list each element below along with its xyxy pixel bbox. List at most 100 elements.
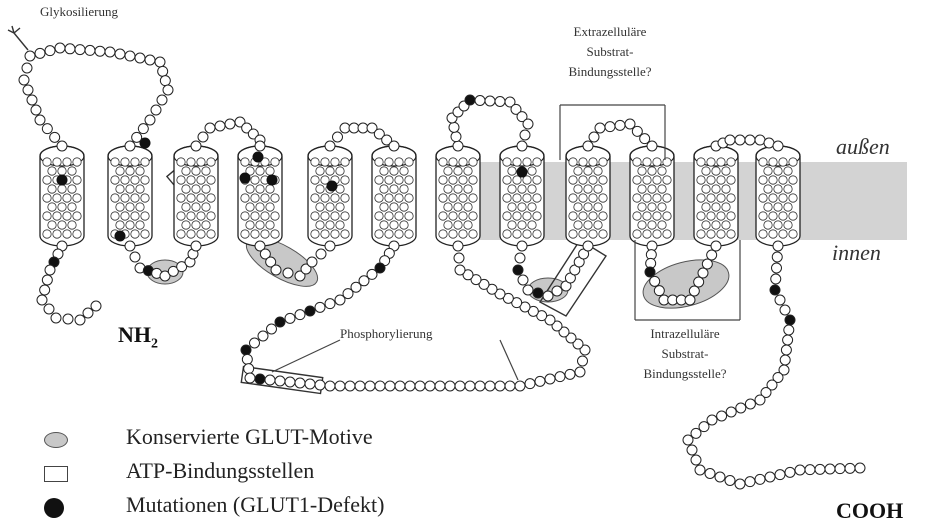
mutation-residue	[533, 288, 543, 298]
mutation-residue	[275, 317, 285, 327]
helix-residue	[707, 176, 715, 184]
helix-residue	[116, 185, 124, 193]
helix-residue	[131, 230, 139, 238]
helix-residue	[177, 158, 185, 166]
helix-residue	[533, 212, 541, 220]
helix-residue	[271, 212, 279, 220]
helix-residue	[73, 194, 81, 202]
helix-residue	[789, 194, 797, 202]
helix-residue	[648, 185, 656, 193]
helix-residue	[131, 176, 139, 184]
helix-residue	[256, 185, 264, 193]
helix-residue	[579, 194, 587, 202]
helix-residue	[271, 194, 279, 202]
helix-residue	[111, 212, 119, 220]
helix-residue	[141, 176, 149, 184]
helix-residue	[454, 167, 462, 175]
helix-residue	[643, 176, 651, 184]
helix-residue	[256, 203, 264, 211]
helix-residue	[653, 230, 661, 238]
helix-residue	[187, 230, 195, 238]
helix-residue	[331, 230, 339, 238]
residue	[255, 141, 265, 151]
helix-residue	[266, 185, 274, 193]
helix-residue	[727, 212, 735, 220]
helix-residue	[141, 230, 149, 238]
legend-item-conserved: Konservierte GLUT-Motive	[38, 420, 498, 454]
helix-residue	[503, 230, 511, 238]
residue	[125, 241, 135, 251]
helix-residue	[533, 158, 541, 166]
helix-residue	[53, 194, 61, 202]
helix-residue	[789, 158, 797, 166]
helix-residue	[316, 185, 324, 193]
residue	[51, 313, 61, 323]
residue	[745, 135, 755, 145]
helix-residue	[769, 194, 777, 202]
residue	[505, 381, 515, 391]
residue	[755, 135, 765, 145]
helix-residue	[444, 167, 452, 175]
helix-residue	[116, 221, 124, 229]
helix-residue	[653, 158, 661, 166]
helix-residue	[375, 230, 383, 238]
helix-residue	[439, 194, 447, 202]
helix-residue	[261, 212, 269, 220]
mutation-residue	[513, 265, 523, 275]
helix-residue	[784, 167, 792, 175]
helix-residue	[707, 158, 715, 166]
helix-residue	[73, 212, 81, 220]
helix-residue	[774, 167, 782, 175]
helix-residue	[271, 158, 279, 166]
helix-residue	[121, 176, 129, 184]
helix-residue	[192, 203, 200, 211]
helix-residue	[311, 212, 319, 220]
helix-residue	[759, 158, 767, 166]
residue	[475, 96, 485, 106]
helix-residue	[177, 194, 185, 202]
helix-residue	[727, 194, 735, 202]
mutation-residue	[241, 345, 251, 355]
helix-residue	[533, 176, 541, 184]
residue	[565, 369, 575, 379]
helix-residue	[187, 158, 195, 166]
helix-residue	[459, 212, 467, 220]
helix-residue	[722, 203, 730, 211]
helix-residue	[316, 221, 324, 229]
helix-residue	[68, 203, 76, 211]
helix-residue	[589, 176, 597, 184]
helix-residue	[116, 167, 124, 175]
residue	[650, 276, 660, 286]
mutation-residue	[327, 181, 338, 192]
helix-residue	[444, 203, 452, 211]
residue	[25, 51, 35, 61]
helix-residue	[707, 212, 715, 220]
helix-residue	[321, 194, 329, 202]
residue	[395, 381, 405, 391]
residue	[781, 345, 791, 355]
residue	[518, 275, 528, 285]
residue	[138, 124, 148, 134]
helix-residue	[454, 221, 462, 229]
residue	[605, 122, 615, 132]
residue	[772, 252, 782, 262]
residue	[225, 119, 235, 129]
helix-residue	[648, 221, 656, 229]
helix-residue	[261, 194, 269, 202]
helix-residue	[594, 185, 602, 193]
helix-residue	[58, 185, 66, 193]
helix-residue	[569, 212, 577, 220]
mutation-residue	[517, 167, 528, 178]
helix-4	[238, 146, 282, 246]
residue	[745, 477, 755, 487]
helix-residue	[266, 221, 274, 229]
helix-residue	[141, 212, 149, 220]
legend: Konservierte GLUT-Motive ATP-Bindungsste…	[38, 420, 498, 530]
residue	[495, 97, 505, 107]
helix-residue	[469, 158, 477, 166]
residue	[325, 299, 335, 309]
helix-residue	[569, 194, 577, 202]
helix-residue	[579, 158, 587, 166]
helix-residue	[464, 167, 472, 175]
residue	[145, 55, 155, 65]
